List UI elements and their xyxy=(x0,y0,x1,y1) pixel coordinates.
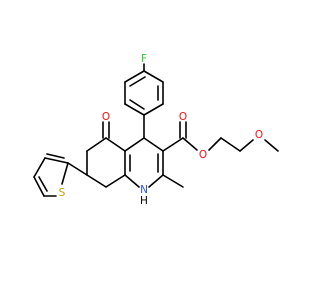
bond xyxy=(220,137,241,152)
bond xyxy=(105,174,126,188)
sulfur-label: S xyxy=(59,187,66,199)
nitrogen-label: N xyxy=(140,184,148,196)
ether-oxygen-label: O xyxy=(255,129,263,141)
bond xyxy=(46,153,65,159)
bond xyxy=(124,174,140,188)
bond xyxy=(61,162,69,185)
bond xyxy=(143,137,164,152)
bond xyxy=(264,139,279,152)
bond xyxy=(182,137,198,151)
bond xyxy=(162,174,184,188)
ester-oxygen-label: O xyxy=(199,149,207,161)
bond xyxy=(143,103,164,116)
structure-canvas: F O O O O N H S xyxy=(33,53,279,207)
ketone-oxygen-label: O xyxy=(102,111,110,123)
molecule-drawing: F O O O O N H S xyxy=(33,53,279,207)
bond xyxy=(239,139,254,152)
bond xyxy=(33,176,45,197)
bond xyxy=(124,103,145,116)
bond xyxy=(44,157,69,164)
carbonyl-oxygen-label: O xyxy=(179,111,187,123)
bonds xyxy=(33,63,279,197)
bond xyxy=(124,137,145,152)
bond xyxy=(33,157,46,178)
bond xyxy=(86,174,107,188)
bond xyxy=(148,174,164,188)
bond xyxy=(129,99,145,110)
atom-labels: F O O O O N H S xyxy=(59,53,263,207)
fluorine-label: F xyxy=(141,53,147,65)
nitrogen-hydrogen-label: H xyxy=(140,195,148,207)
bond xyxy=(208,137,222,151)
bond xyxy=(86,137,107,152)
bond xyxy=(129,76,146,87)
bond xyxy=(143,70,164,83)
bond xyxy=(38,176,48,192)
bond xyxy=(67,162,88,176)
bond xyxy=(124,70,145,83)
bond xyxy=(162,137,184,152)
bond xyxy=(105,137,126,152)
